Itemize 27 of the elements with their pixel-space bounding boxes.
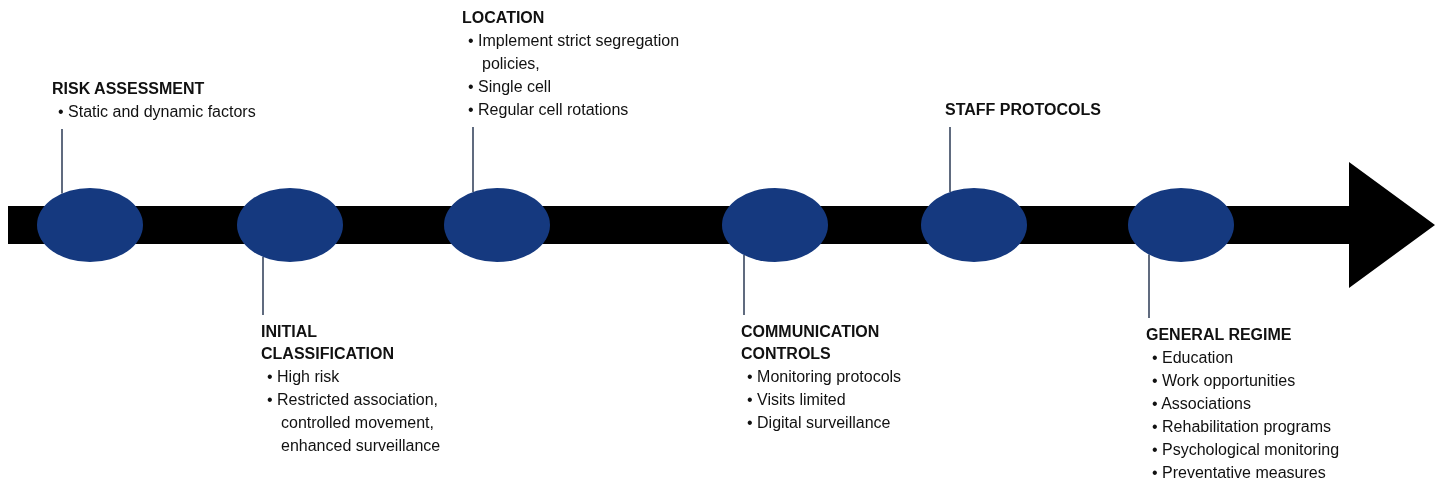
milestone-heading: GENERAL REGIME: [1146, 325, 1293, 345]
bullet-item: • Implement strict segregation policies,: [468, 31, 681, 74]
bullet-item: • Static and dynamic factors: [58, 102, 257, 122]
milestone-heading: COMMUNICATION CONTROLS: [741, 322, 881, 364]
milestone-heading: STAFF PROTOCOLS: [945, 100, 1102, 120]
bullet-item: • Psychological monitoring: [1152, 440, 1341, 460]
milestone-heading: RISK ASSESSMENT: [52, 79, 206, 99]
bullet-item: • High risk: [267, 367, 341, 387]
bullet-item: • Work opportunities: [1152, 371, 1297, 391]
bullet-item: • Regular cell rotations: [468, 100, 630, 120]
leader-line: [949, 126, 951, 193]
bullet-item: • Education: [1152, 348, 1235, 368]
bullet-item: • Single cell: [468, 77, 552, 97]
bullet-item: • Preventative measures: [1152, 463, 1327, 483]
bullet-item: • Monitoring protocols: [747, 367, 903, 387]
leader-line: [472, 126, 474, 193]
bullet-item: • Rehabilitation programs: [1152, 417, 1333, 437]
leader-line: [1148, 253, 1150, 319]
milestone-heading: INITIAL CLASSIFICATION: [261, 322, 396, 364]
bullet-item: • Visits limited: [747, 390, 847, 410]
bullet-item: • Associations: [1152, 394, 1252, 414]
bullet-item: • Restricted association, controlled movement, enhanced surveillance: [267, 390, 442, 456]
milestone-heading: LOCATION: [462, 8, 546, 28]
leader-line: [262, 256, 264, 316]
leader-line: [61, 128, 63, 195]
bullet-item: • Digital surveillance: [747, 413, 892, 433]
leader-line: [743, 254, 745, 316]
